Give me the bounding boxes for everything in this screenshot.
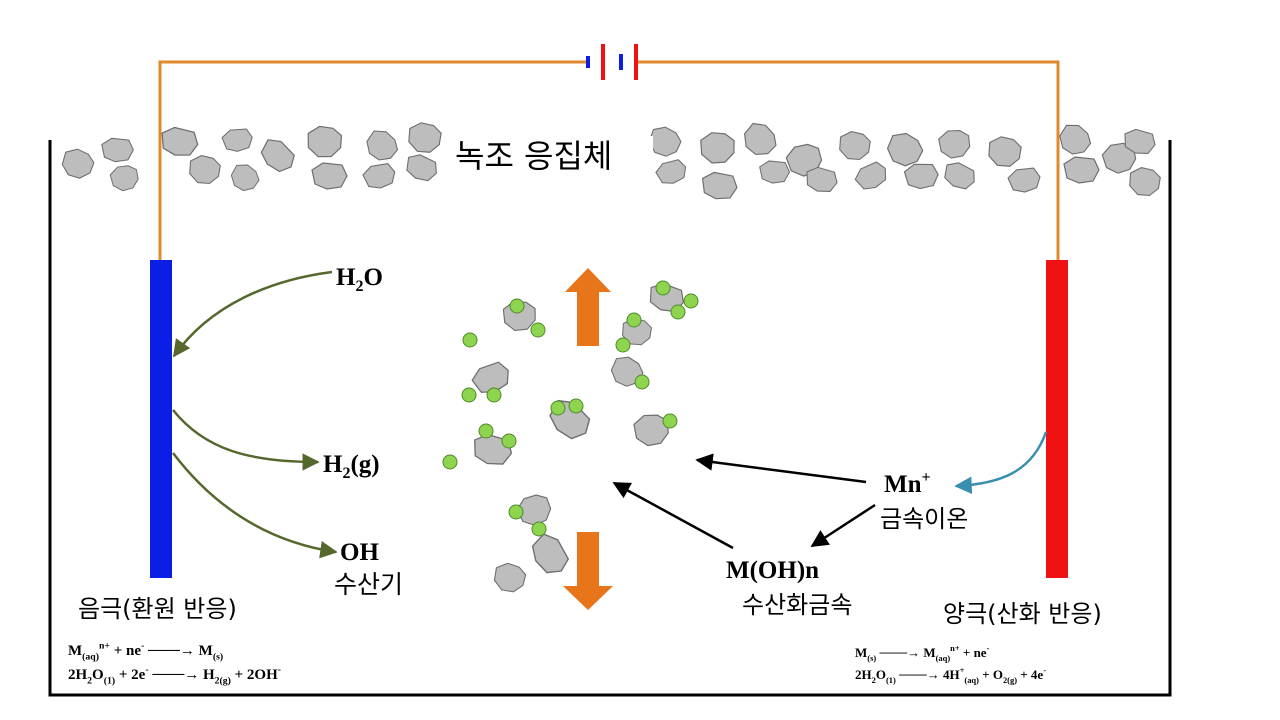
gas-bubbles bbox=[442, 280, 699, 537]
arrow-hydroxide-to-floc bbox=[612, 481, 734, 550]
equation-term: ───→ bbox=[144, 643, 198, 659]
metal-hydroxide-label: 수산화금속 bbox=[742, 591, 852, 619]
equation-term: M bbox=[855, 645, 867, 660]
metal-hydroxide-formula: M(OH)n bbox=[726, 557, 819, 584]
equation-term: - bbox=[141, 640, 144, 651]
cathode-equation-2: 2H2O(1) + 2e- ───→ H2(g) + 2OH- bbox=[68, 664, 281, 686]
cathode-label: 음극(환원 반응) bbox=[78, 595, 237, 623]
equation-term: 4H bbox=[943, 667, 960, 682]
anode-label: 양극(산화 반응) bbox=[943, 600, 1102, 628]
equation-term: (1) bbox=[104, 676, 115, 687]
sludge-label: 녹조 응집체 bbox=[455, 137, 612, 175]
equation-term: (s) bbox=[213, 652, 223, 663]
arrow-cathode-to-h2 bbox=[172, 409, 320, 471]
anode-equation-2: 2H2O(1) ───→ 4H+(aq) + O2(g) + 4e- bbox=[855, 665, 1046, 685]
equation-term: ───→ bbox=[876, 645, 923, 660]
tank-outline bbox=[48, 140, 1172, 697]
equation-term: 2(g) bbox=[215, 676, 231, 687]
equation-term: + O bbox=[979, 667, 1003, 682]
arrow-cathode-to-oh bbox=[172, 452, 338, 559]
equation-term: 2H bbox=[68, 667, 88, 683]
equation-term: 2 bbox=[87, 676, 92, 687]
equation-term: (aq) bbox=[82, 652, 99, 663]
equation-term: 2(g) bbox=[1003, 675, 1017, 685]
cathode-equation-1: M(aq)n+ + ne- ───→ M(s) bbox=[68, 640, 223, 662]
equation-term: + 2e bbox=[115, 667, 146, 683]
equation-term: 2 bbox=[872, 675, 876, 685]
equation-term: + bbox=[960, 665, 965, 675]
equation-term: + 4e bbox=[1017, 667, 1043, 682]
cathode-electrode bbox=[150, 260, 172, 578]
metal-ion-label: 금속이온 bbox=[880, 505, 968, 533]
h2g-label: H2(g) bbox=[323, 451, 380, 482]
equation-term: + ne bbox=[110, 643, 141, 659]
equation-term: 2H bbox=[855, 667, 872, 682]
equation-term: O bbox=[92, 667, 104, 683]
arrow-up-icon bbox=[565, 268, 611, 346]
sludge-label-bg bbox=[448, 136, 653, 178]
arrow-anode-to-ion bbox=[954, 431, 1048, 495]
metal-ion-formula: Mn+ bbox=[884, 469, 931, 498]
equation-term: - bbox=[145, 664, 148, 675]
equation-term: - bbox=[1043, 665, 1046, 675]
arrow-ion-to-floc bbox=[695, 453, 867, 484]
h2o-label: H2O bbox=[336, 264, 383, 295]
anode-equation-1: M(s) ───→ M(aq)n+ + ne- bbox=[855, 643, 990, 663]
equation-term: M bbox=[923, 645, 935, 660]
equation-term: - bbox=[278, 664, 281, 675]
equation-term: - bbox=[987, 643, 990, 653]
equation-term: ───→ bbox=[149, 667, 203, 683]
equation-term: + ne bbox=[960, 645, 987, 660]
equation-term: M bbox=[68, 643, 82, 659]
anode-electrode bbox=[1046, 260, 1068, 578]
equation-term: + 2OH bbox=[231, 667, 278, 683]
circuit-wire bbox=[158, 60, 1060, 260]
equation-term: (aq) bbox=[936, 653, 951, 663]
equation-term: H bbox=[203, 667, 215, 683]
equation-term: (aq) bbox=[964, 675, 979, 685]
equation-term: M bbox=[199, 643, 213, 659]
battery-icon bbox=[586, 44, 638, 80]
oh-label: OH bbox=[340, 539, 379, 566]
equation-term: ───→ bbox=[896, 667, 943, 682]
arrow-down-icon bbox=[563, 532, 613, 610]
equation-term: (1) bbox=[886, 675, 896, 685]
equation-term: O bbox=[876, 667, 886, 682]
hydroxyl-label: 수산기 bbox=[334, 570, 403, 599]
equation-term: (s) bbox=[867, 653, 876, 663]
equation-term: n+ bbox=[950, 643, 960, 653]
arrow-h2o-to-cathode bbox=[172, 270, 333, 358]
arrow-ion-to-hydroxide bbox=[810, 503, 876, 548]
equation-term: n+ bbox=[99, 640, 110, 651]
